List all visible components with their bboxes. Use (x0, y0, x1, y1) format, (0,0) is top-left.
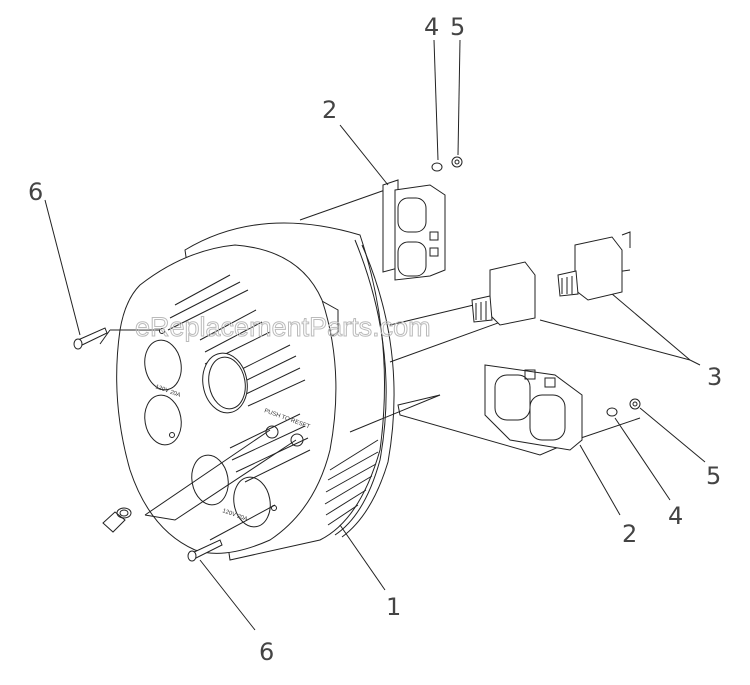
nut-ring (102, 507, 132, 533)
callout-4-top: 4 (424, 13, 439, 41)
callout-2-bottom: 2 (622, 520, 637, 548)
callout-1: 1 (386, 593, 401, 621)
side-vents (324, 439, 379, 526)
callout-6-bottom: 6 (259, 638, 274, 666)
receptacle-bottom (484, 364, 583, 451)
callout-5-bottom: 5 (706, 462, 721, 490)
assembly-lines (99, 189, 691, 541)
face-vents (167, 274, 311, 483)
screw-top (73, 327, 108, 350)
callout-5-top: 5 (450, 13, 465, 41)
watermark: eReplacementParts.com (135, 312, 431, 342)
callout-leaders (44, 39, 706, 631)
control-panel-housing: 120V 20A 120V 20A PUSH TO RESET (116, 222, 395, 561)
callout-4-bottom: 4 (668, 502, 683, 530)
callout-3: 3 (707, 363, 722, 391)
callout-6-top: 6 (28, 178, 43, 206)
circuit-breaker-2 (557, 231, 631, 301)
circuit-breaker-1 (471, 261, 536, 326)
washer-bottom (606, 407, 618, 417)
nut-top (451, 156, 463, 168)
receptacle-top (382, 179, 446, 281)
callout-2-top: 2 (322, 96, 337, 124)
washer-top (431, 162, 443, 172)
screw-bottom (187, 539, 223, 562)
nut-bottom (629, 398, 641, 410)
